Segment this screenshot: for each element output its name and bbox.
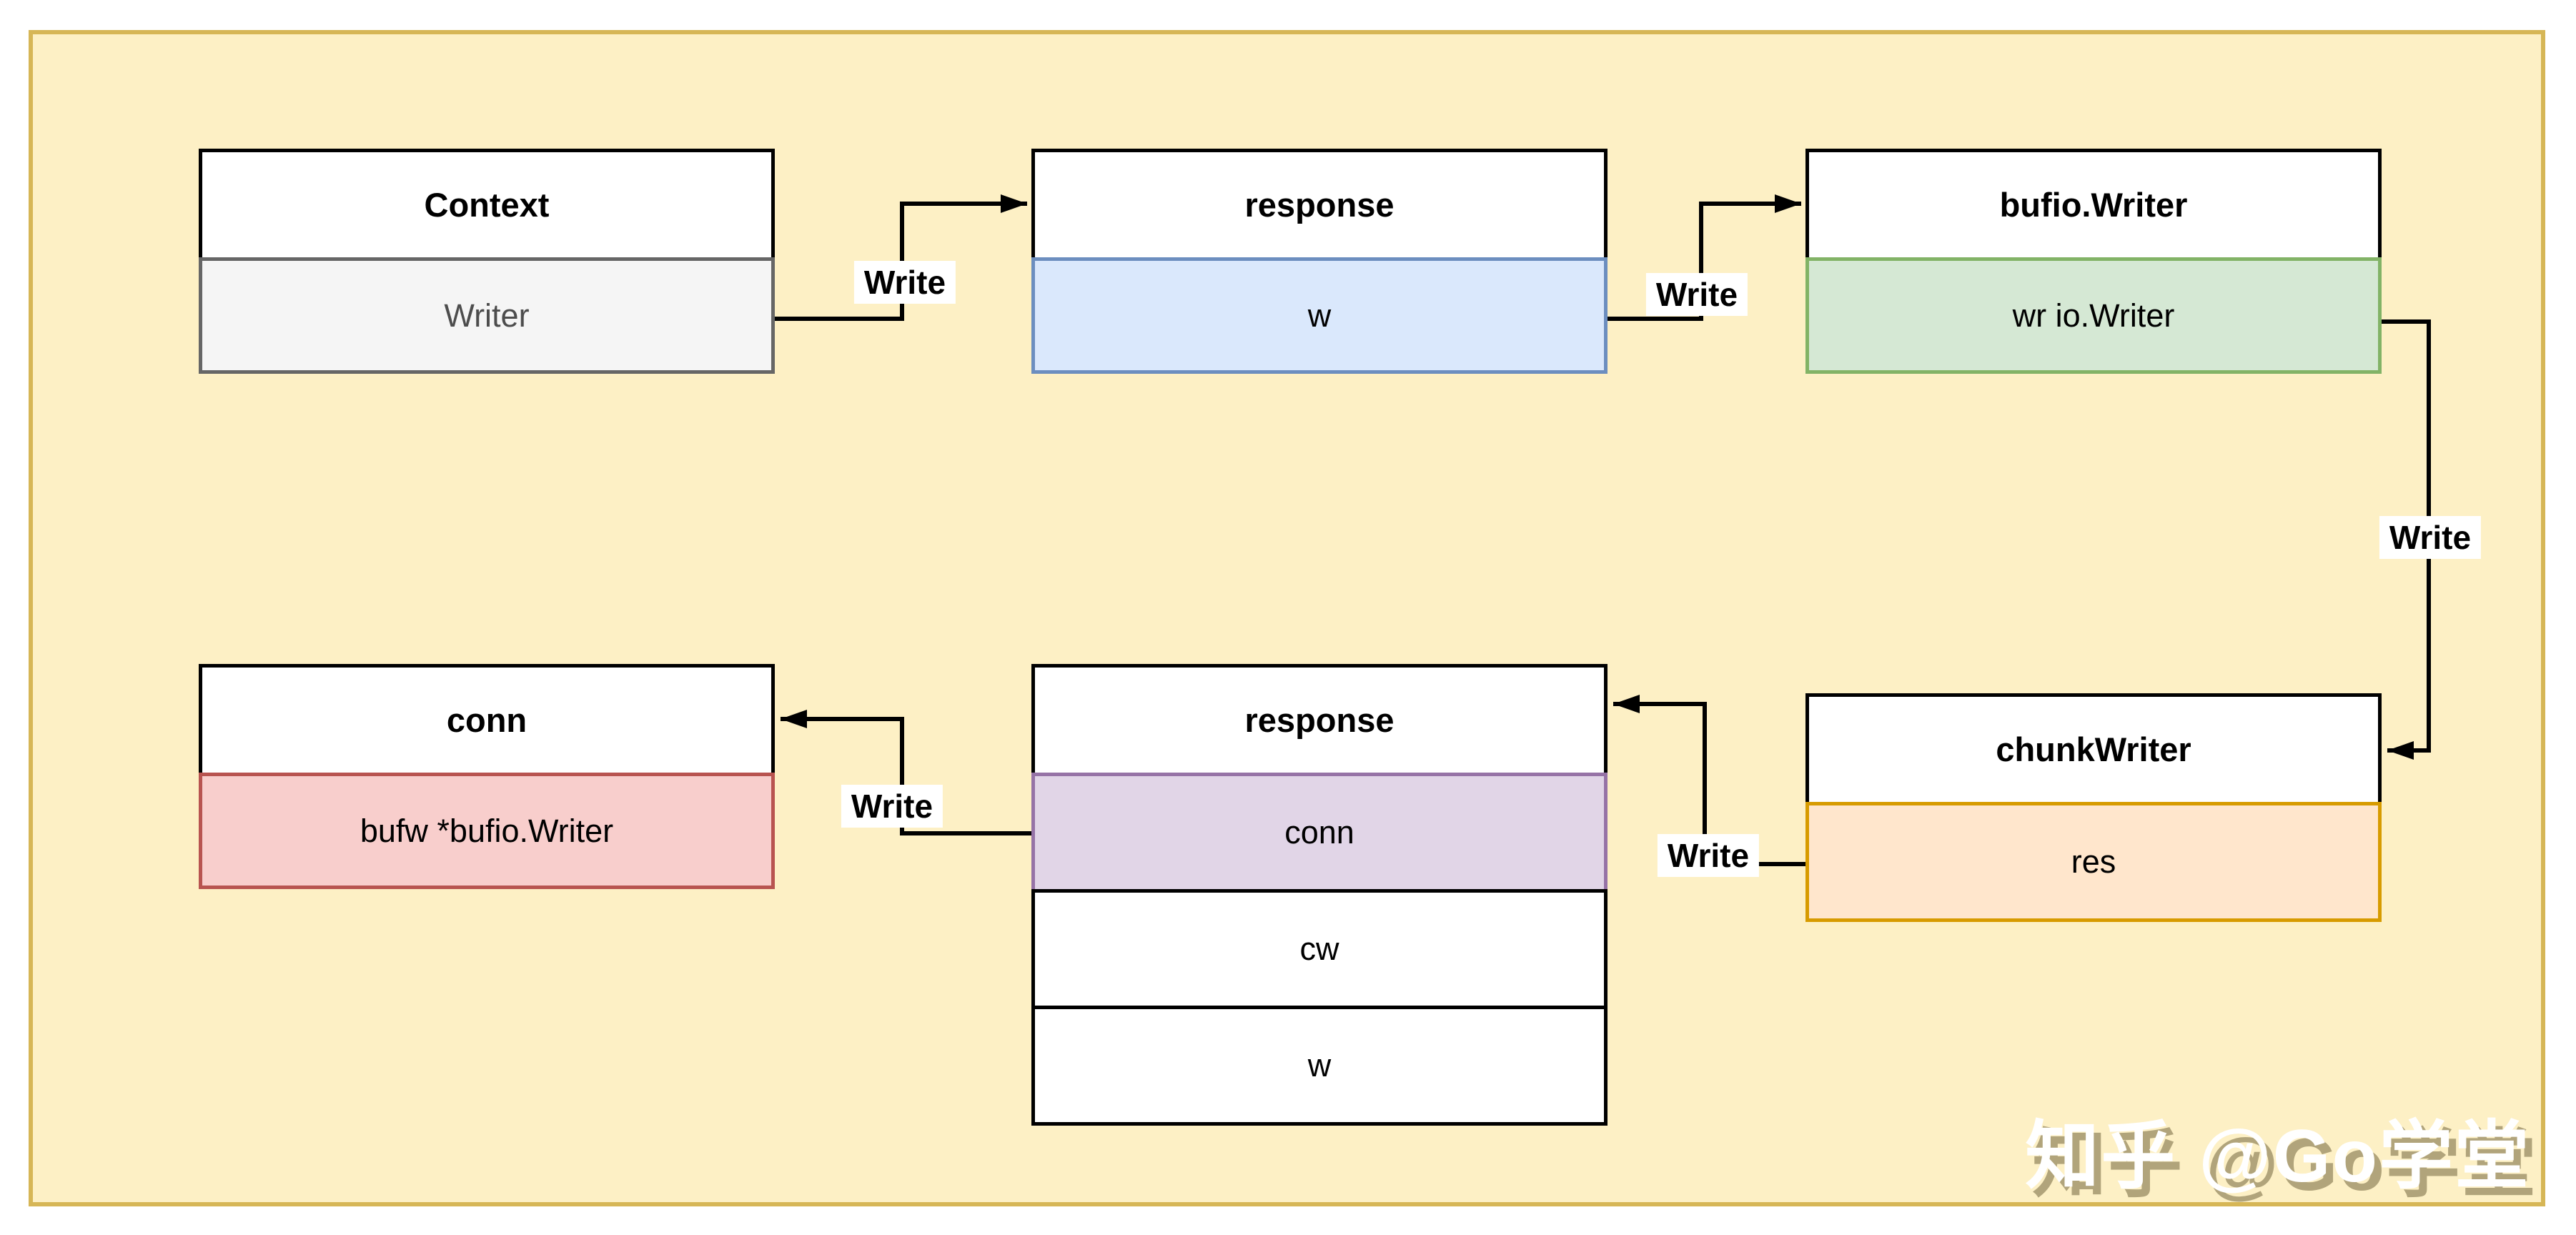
node-bufio-writer: bufio.Writer wr io.Writer <box>1805 149 2382 374</box>
node-chunk-writer: chunkWriter res <box>1805 693 2382 922</box>
edge-label-write-2: Write <box>1645 273 1748 316</box>
node-response-bottom-field-w: w <box>1031 1006 1607 1126</box>
node-response-bottom-field-cw: cw <box>1031 889 1607 1009</box>
edge-label-write-5: Write <box>841 785 943 828</box>
node-response-bottom: response conn cw w <box>1031 664 1607 1126</box>
node-context-field-writer: Writer <box>199 257 775 374</box>
node-response-bottom-field-conn: conn <box>1031 773 1607 893</box>
edge-label-write-3: Write <box>2379 516 2482 559</box>
node-response-top: response w <box>1031 149 1607 374</box>
node-context: Context Writer <box>199 149 775 374</box>
edge-label-write-4: Write <box>1657 834 1760 877</box>
node-context-title: Context <box>199 149 775 261</box>
node-conn-title: conn <box>199 664 775 776</box>
node-bufio-writer-field-wr: wr io.Writer <box>1805 257 2382 374</box>
zhihu-watermark: 知乎 @Go学堂 <box>2025 1115 2530 1198</box>
node-chunk-writer-title: chunkWriter <box>1805 693 2382 805</box>
node-response-bottom-title: response <box>1031 664 1607 776</box>
node-chunk-writer-field-res: res <box>1805 802 2382 922</box>
edge-label-write-1: Write <box>853 261 956 304</box>
node-conn-field-bufw: bufw *bufio.Writer <box>199 773 775 889</box>
node-response-top-title: response <box>1031 149 1607 261</box>
node-bufio-writer-title: bufio.Writer <box>1805 149 2382 261</box>
node-response-top-field-w: w <box>1031 257 1607 374</box>
node-conn: conn bufw *bufio.Writer <box>199 664 775 889</box>
